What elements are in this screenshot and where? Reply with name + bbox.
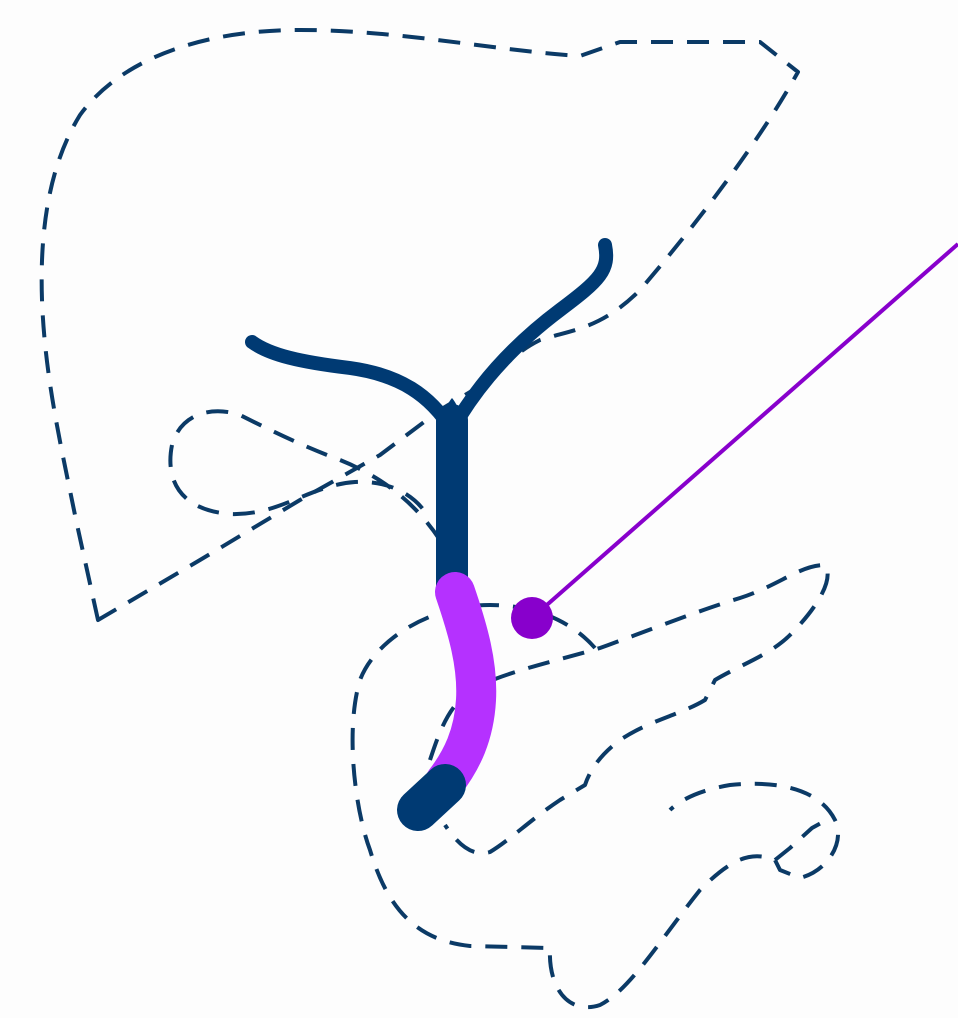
ampulla-outline [775, 818, 830, 860]
liver-outline [42, 30, 798, 620]
gallbladder-outline [170, 411, 440, 540]
common-bile-duct-highlight [445, 592, 476, 782]
pointer-line [532, 244, 958, 618]
distal-bile-duct [418, 785, 445, 810]
pointer-dot [511, 597, 553, 639]
right-hepatic-duct [452, 245, 606, 430]
left-hepatic-duct [252, 342, 452, 430]
